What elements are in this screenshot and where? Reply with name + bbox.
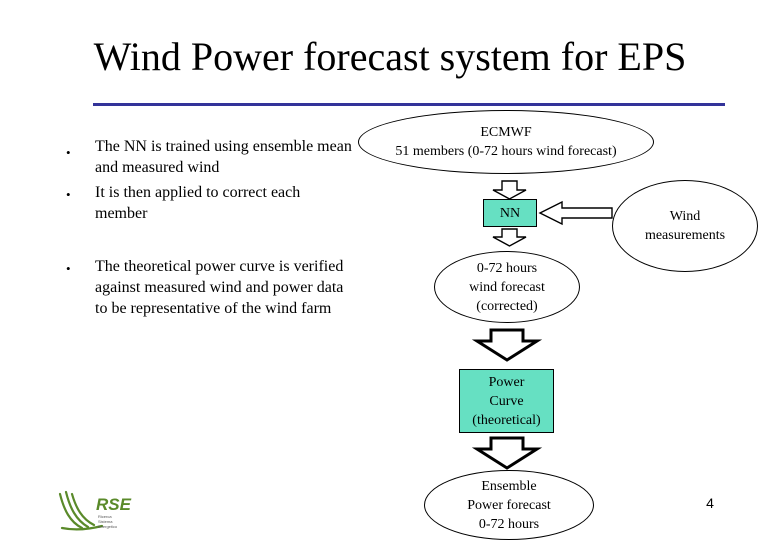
logo-tagline: Sistema <box>98 519 113 524</box>
left-arrow-measurements-nn <box>538 200 613 226</box>
logo-tagline: Ricerca <box>98 514 112 519</box>
ensemble-forecast-line: Ensemble <box>481 478 537 494</box>
corrected-forecast-line: (corrected) <box>476 298 538 314</box>
corrected-forecast-line: 0-72 hours <box>476 260 538 276</box>
rse-logo: RSE Ricerca Sistema Energetico <box>58 490 132 531</box>
logo-wordmark: RSE <box>96 495 132 514</box>
down-arrow-nn-corrected <box>492 228 527 247</box>
bullet-marker: • <box>66 261 71 276</box>
ecmwf-node-subtitle: 51 members (0-72 hours wind forecast) <box>395 144 617 159</box>
power-curve-node: Power Curve (theoretical) <box>459 369 554 433</box>
nn-node: NN <box>483 199 537 227</box>
wind-measurements-node: Wind measurements <box>612 180 758 272</box>
wind-measurements-line: Wind <box>669 209 701 224</box>
bullet-text-2: It is then applied to correct each membe… <box>95 184 301 222</box>
bullet-marker: • <box>66 187 71 202</box>
wind-measurements-line: measurements <box>644 228 726 243</box>
ecmwf-node-title: ECMWF <box>480 125 532 140</box>
power-curve-line: (theoretical) <box>472 412 541 428</box>
down-arrow-ecmwf-nn <box>492 180 527 200</box>
ecmwf-node: ECMWF 51 members (0-72 hours wind foreca… <box>358 110 654 174</box>
bullet-marker: • <box>66 145 71 160</box>
down-arrow-corrected-power <box>471 328 543 362</box>
power-curve-line: Power <box>488 374 525 390</box>
corrected-forecast-line: wind forecast <box>469 279 545 295</box>
down-arrow-power-ensemble <box>471 436 543 470</box>
nn-node-label: NN <box>499 205 521 221</box>
ensemble-forecast-line: Power forecast <box>467 497 551 513</box>
ensemble-forecast-node: Ensemble Power forecast 0-72 hours <box>424 470 594 540</box>
corrected-forecast-node: 0-72 hours wind forecast (corrected) <box>434 251 580 323</box>
ensemble-forecast-line: 0-72 hours <box>478 516 540 532</box>
power-curve-line: Curve <box>489 393 524 409</box>
logo-tagline: Energetico <box>98 524 118 529</box>
bullet-text-1: The NN is trained using ensemble mean an… <box>95 138 352 176</box>
bullet-text-3: The theoretical power curve is verified … <box>95 258 344 317</box>
slide-title: Wind Power forecast system for EPS <box>93 34 687 79</box>
page-number: 4 <box>706 495 714 511</box>
title-divider <box>93 103 725 106</box>
